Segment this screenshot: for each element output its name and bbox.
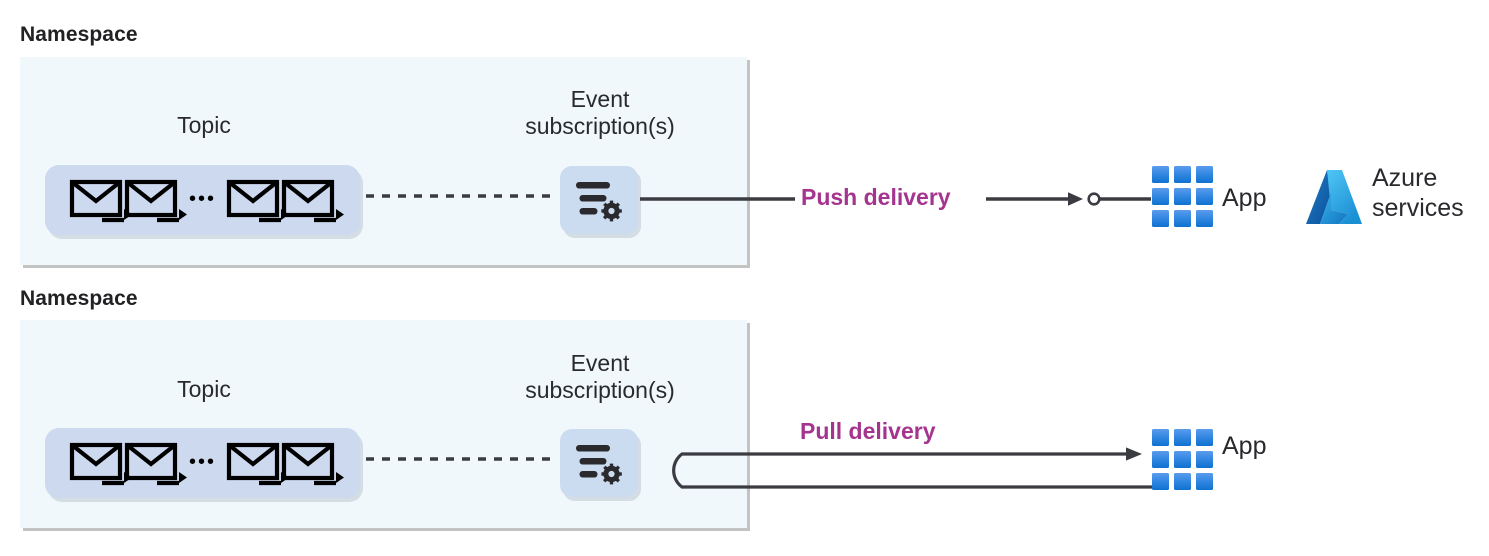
push-delivery-line-left	[640, 196, 795, 202]
topic-to-subscription-connector-row-1	[366, 192, 558, 200]
topic-label-row-2: Topic	[177, 376, 231, 402]
azure-logo-icon	[1306, 168, 1362, 226]
filter-settings-icon-row-2	[576, 444, 624, 485]
envelope-ellipsis-row-1: •••	[189, 188, 217, 210]
namespace-label-row-2: Namespace	[20, 287, 138, 310]
namespace-label-row-1: Namespace	[20, 23, 138, 46]
pull-delivery-loop-arrow	[652, 444, 1162, 496]
push-delivery-arrow	[986, 190, 1151, 208]
app-label-row-2: App	[1222, 432, 1267, 460]
event-subscription-label-row-2: Event subscription(s)	[525, 350, 675, 404]
envelope-with-arrow-icon	[69, 442, 124, 486]
topic-label-row-1: Topic	[177, 112, 231, 138]
app-grid-icon-row-2	[1152, 429, 1214, 491]
event-subscription-label-row-1: Event subscription(s)	[525, 86, 675, 140]
envelope-group-row-1	[69, 176, 344, 224]
app-grid-icon-row-1	[1152, 166, 1214, 228]
envelope-ellipsis-row-2: •••	[189, 451, 217, 473]
topic-to-subscription-connector-row-2	[366, 455, 558, 463]
envelope-group-row-2	[69, 439, 344, 487]
push-delivery-label: Push delivery	[801, 184, 951, 210]
envelope-with-arrow-icon	[69, 179, 124, 223]
app-label-row-1: App	[1222, 184, 1267, 212]
azure-services-label: Azure services	[1372, 164, 1464, 222]
filter-settings-icon-row-1	[576, 181, 624, 222]
pull-delivery-label: Pull delivery	[800, 418, 936, 444]
